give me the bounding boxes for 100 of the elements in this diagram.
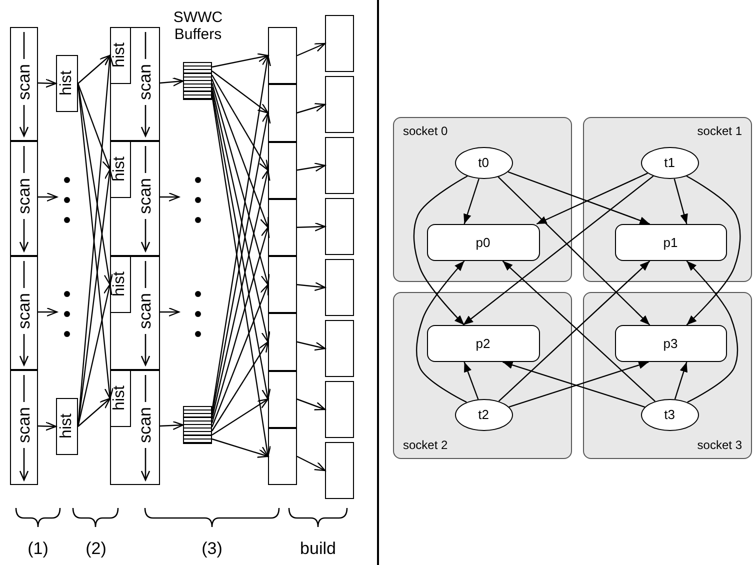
partition-box bbox=[614, 324, 726, 362]
arrow bbox=[212, 341, 269, 432]
node-label: hist bbox=[112, 156, 128, 181]
partition-box bbox=[268, 428, 297, 485]
node-label: p2 bbox=[476, 336, 490, 350]
arrow bbox=[686, 260, 738, 403]
node-label: p1 bbox=[663, 236, 678, 248]
partition-box bbox=[325, 15, 354, 72]
node-label: socket 0 bbox=[403, 125, 448, 137]
node-label: hist bbox=[58, 414, 74, 438]
node-label: hist bbox=[112, 42, 128, 67]
arrow bbox=[296, 42, 326, 56]
arrow bbox=[536, 172, 648, 225]
node-label: t1 bbox=[664, 156, 675, 169]
arrow bbox=[211, 82, 270, 286]
partition-box bbox=[268, 256, 297, 314]
arrow bbox=[296, 398, 326, 410]
step-label: (2) bbox=[86, 540, 106, 559]
arrow bbox=[464, 362, 479, 400]
arrow bbox=[211, 78, 269, 228]
arrow bbox=[160, 420, 184, 430]
partition-box bbox=[325, 442, 354, 499]
socket-panel bbox=[583, 117, 752, 282]
arrow bbox=[38, 78, 57, 88]
arrow bbox=[686, 176, 741, 326]
node-label: scan bbox=[136, 178, 154, 214]
arrow bbox=[212, 438, 269, 458]
arrow bbox=[296, 222, 326, 232]
arrow bbox=[674, 362, 688, 400]
partition-box bbox=[268, 198, 297, 256]
arrow bbox=[296, 282, 326, 292]
scan-segment bbox=[110, 141, 160, 256]
arrow bbox=[674, 178, 688, 224]
partition-box bbox=[325, 198, 354, 255]
node-label: scan bbox=[136, 64, 154, 100]
node-label: t0 bbox=[478, 156, 489, 169]
thread-ellipse bbox=[640, 146, 698, 178]
step-label: build bbox=[300, 540, 336, 559]
partition-box bbox=[268, 370, 297, 428]
hist-box bbox=[110, 26, 130, 84]
arrow bbox=[462, 176, 654, 326]
buffer-title: SWWC Buffers bbox=[172, 10, 224, 43]
arrow bbox=[160, 307, 180, 317]
hist-box bbox=[110, 256, 130, 312]
socket-panel bbox=[393, 292, 572, 459]
arrow bbox=[77, 83, 114, 400]
hist-box bbox=[110, 140, 130, 198]
arrow bbox=[160, 192, 180, 202]
arrow bbox=[212, 53, 269, 68]
partition-box bbox=[426, 324, 540, 362]
arrow bbox=[508, 171, 650, 225]
arrow bbox=[160, 77, 184, 86]
scan-segment bbox=[110, 27, 160, 141]
scan-segment bbox=[110, 370, 160, 485]
arrow bbox=[77, 83, 111, 170]
arrow bbox=[212, 398, 269, 436]
arrow bbox=[296, 341, 326, 351]
step-label: (1) bbox=[28, 540, 48, 559]
arrow bbox=[38, 307, 58, 317]
partition-box bbox=[268, 313, 297, 370]
arrow bbox=[212, 70, 269, 114]
arrow bbox=[211, 94, 272, 457]
arrow bbox=[296, 162, 326, 172]
arrow bbox=[77, 284, 112, 427]
arrow bbox=[211, 226, 270, 424]
arrow bbox=[38, 422, 57, 431]
arrow bbox=[38, 192, 58, 202]
partition-box bbox=[268, 84, 297, 142]
socket-panel bbox=[393, 117, 572, 282]
thread-ellipse bbox=[640, 398, 698, 430]
arrow bbox=[416, 260, 467, 403]
node-label: hist bbox=[112, 271, 128, 296]
hist-box bbox=[56, 398, 78, 455]
buffer-box bbox=[183, 406, 212, 444]
node-label: p3 bbox=[663, 336, 678, 350]
partition-box bbox=[614, 224, 726, 260]
scan-segment bbox=[10, 370, 38, 485]
partition-box bbox=[325, 320, 354, 377]
node-label: scan bbox=[15, 406, 32, 442]
scan-segment bbox=[10, 27, 38, 141]
arrow bbox=[211, 284, 269, 428]
partition-box bbox=[268, 142, 297, 199]
partition-box bbox=[325, 381, 354, 438]
partition-box bbox=[268, 27, 297, 84]
arrow bbox=[296, 456, 326, 472]
node-label: socket 1 bbox=[697, 125, 742, 137]
scan-segment bbox=[110, 256, 160, 370]
arrow bbox=[77, 83, 113, 286]
node-label: scan bbox=[15, 178, 32, 214]
hist-box bbox=[56, 55, 78, 112]
arrow bbox=[77, 168, 114, 427]
arrow bbox=[211, 74, 269, 171]
arrow bbox=[464, 178, 480, 224]
arrow bbox=[211, 170, 270, 420]
arrow bbox=[498, 176, 650, 326]
partition-box bbox=[325, 137, 354, 194]
arrow bbox=[211, 86, 270, 342]
step-label: (3) bbox=[202, 540, 222, 559]
node-label: p0 bbox=[476, 236, 490, 248]
partition-box bbox=[325, 259, 354, 316]
